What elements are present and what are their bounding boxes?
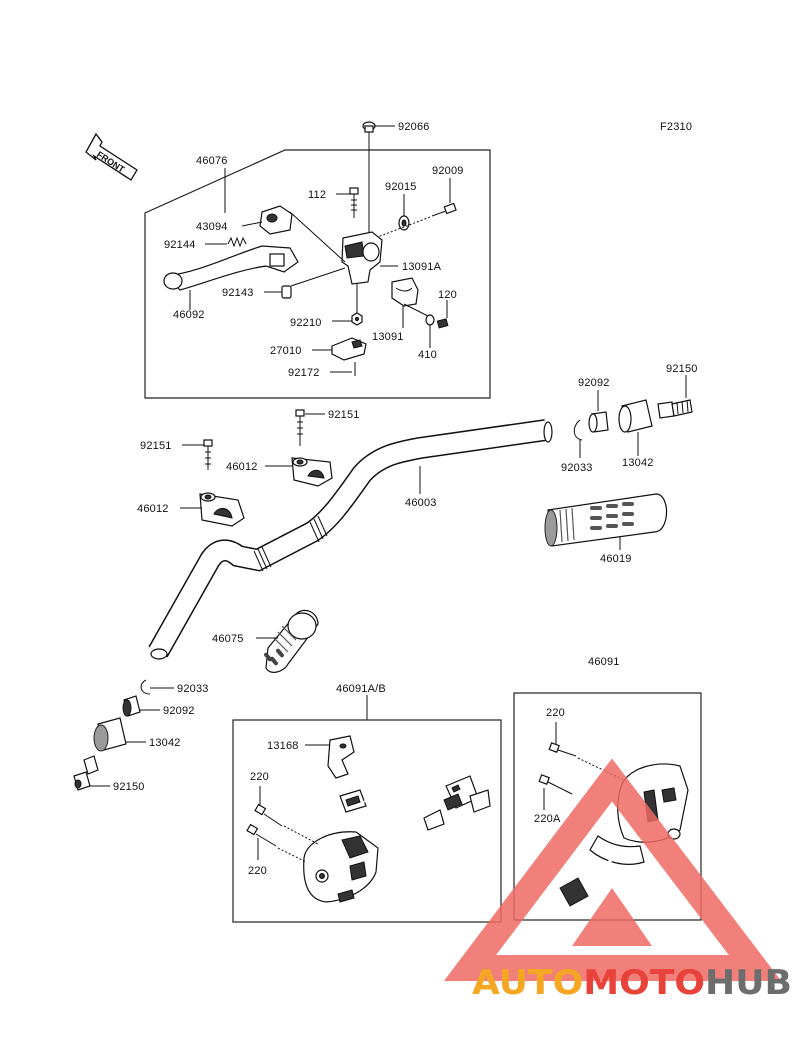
label-92210: 92210: [290, 317, 322, 329]
clutch-lever-assembly: [144, 121, 491, 399]
pivot-43094: [259, 205, 293, 235]
label-92033-top: 92033: [561, 462, 593, 474]
label-92144: 92144: [164, 239, 196, 251]
bolt-92151-right: [295, 409, 305, 446]
label-92066: 92066: [398, 121, 430, 133]
label-92092-top: 92092: [578, 377, 610, 389]
circlip-92033-top: [573, 419, 583, 441]
label-13091: 13091: [372, 331, 404, 343]
label-46019: 46019: [600, 553, 632, 565]
label-220-left-top: 220: [250, 771, 269, 783]
clamp-13091: [391, 277, 419, 307]
label-92092-bottom: 92092: [163, 705, 195, 717]
label-13042-bottom: 13042: [149, 737, 181, 749]
label-46012-lower: 46012: [137, 503, 169, 515]
spring-92144: [227, 236, 247, 248]
label-92009: 92009: [432, 165, 464, 177]
label-220-right: 220: [546, 707, 565, 719]
figure-code: F2310: [660, 121, 692, 133]
label-13091A: 13091A: [402, 261, 442, 273]
weight-92092-bottom: [122, 695, 141, 717]
screw-220-left-bottom: [246, 823, 277, 847]
holder-46012-upper: [291, 457, 333, 487]
label-46091: 46091: [588, 656, 620, 668]
handlebar-46003: [148, 419, 553, 660]
label-46076: 46076: [196, 155, 228, 167]
pin-92143: [281, 285, 292, 299]
end-cap-13042-bottom: [93, 717, 127, 752]
screw-120: [436, 300, 449, 329]
bolt-92151-left: [203, 439, 213, 470]
watermark-part-hub: HUB: [705, 963, 792, 1003]
circlip-92033-bottom: [140, 679, 151, 695]
label-92033-bottom: 92033: [177, 683, 209, 695]
label-92151-left: 92151: [140, 440, 172, 452]
label-46091AB: 46091A/B: [336, 683, 386, 695]
clutch-lever-box: [144, 149, 491, 399]
grip-46019: [544, 493, 668, 547]
label-46012-upper: 46012: [226, 461, 258, 473]
label-410: 410: [418, 349, 437, 361]
part-labels: 92066 46076 92009 112 92015 43094 92144 …: [113, 121, 698, 877]
lever-46092: [163, 245, 299, 291]
nut-92210: [351, 312, 363, 326]
label-220A: 220A: [534, 813, 561, 825]
label-92143: 92143: [222, 287, 254, 299]
front-arrow-icon: FRONT: [85, 132, 138, 181]
end-cap-13042-top: [618, 399, 653, 433]
label-46003: 46003: [405, 497, 437, 509]
label-92150-top: 92150: [666, 363, 698, 375]
screw-220-right: [548, 742, 577, 757]
bolt-92150-bottom: [73, 755, 99, 791]
label-27010: 27010: [270, 345, 302, 357]
label-43094: 43094: [196, 221, 228, 233]
screw-92009: [431, 202, 457, 217]
label-112: 112: [308, 189, 326, 201]
screw-220A: [538, 774, 573, 795]
switch-27010: [331, 337, 367, 361]
label-92015: 92015: [385, 181, 417, 193]
watermark-part-moto: MOTO: [583, 963, 705, 1003]
switch-housing-46091AB: [303, 775, 491, 903]
washer-410: [425, 314, 435, 326]
screw-cap-92066: [362, 121, 376, 133]
grip-46075: [264, 609, 319, 673]
label-220-left-bottom: 220: [248, 865, 267, 877]
watermark-triangle-icon: [443, 758, 782, 981]
label-92150-bottom: 92150: [113, 781, 145, 793]
label-92151-right: 92151: [328, 409, 360, 421]
label-46075: 46075: [212, 633, 244, 645]
label-46092: 46092: [173, 309, 205, 321]
bolt-92150-top: [657, 399, 693, 419]
weight-92092-top: [588, 411, 609, 433]
label-13042-top: 13042: [622, 457, 654, 469]
watermark-part-auto: AUTO: [472, 963, 583, 1003]
label-92172: 92172: [288, 367, 320, 379]
bolt-112: [349, 187, 359, 218]
screw-220-left-top: [254, 803, 283, 827]
label-13168: 13168: [267, 740, 299, 752]
holder-46012-lower: [199, 492, 245, 527]
left-switch-box: [232, 719, 502, 923]
label-120: 120: [438, 289, 457, 301]
clamp-13168: [327, 735, 355, 779]
